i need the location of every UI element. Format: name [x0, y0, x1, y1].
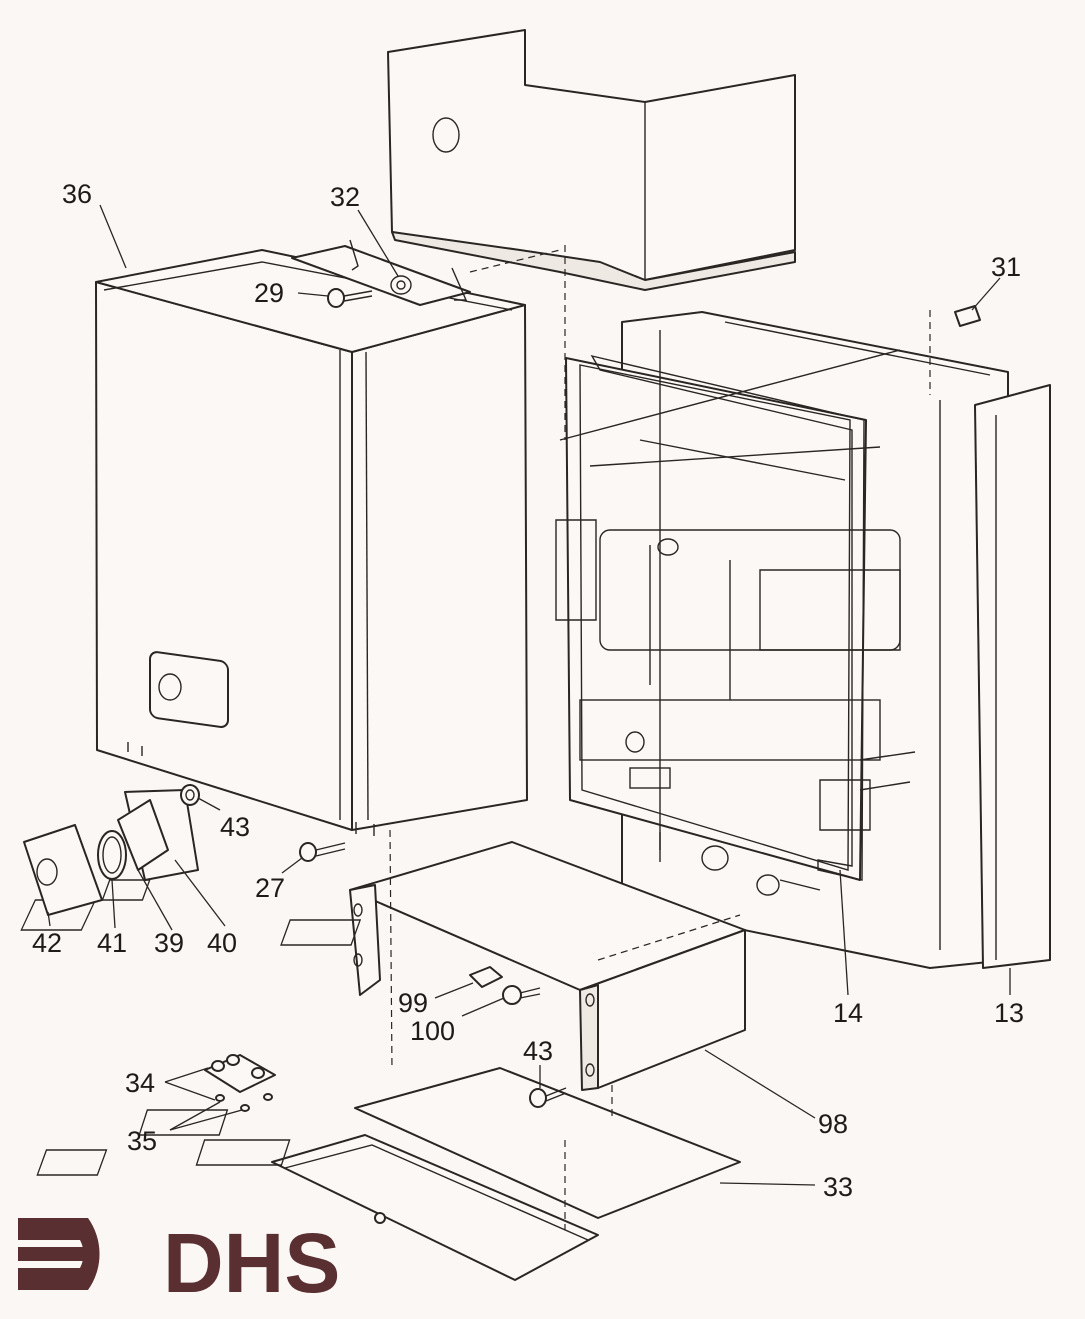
callout-35: 35 [127, 1126, 157, 1156]
alignment-lines [389, 245, 931, 1230]
dhs-arrow-icon [18, 1218, 100, 1290]
callout-13: 13 [994, 998, 1024, 1028]
callout-42: 42 [32, 928, 62, 958]
case-seal [590, 354, 865, 881]
side-panel [974, 384, 1051, 969]
callout-29: 29 [254, 278, 284, 308]
callout-41: 41 [97, 928, 127, 958]
window-assembly [23, 784, 200, 916]
callout-labels: 36 32 29 31 43 27 42 41 39 40 99 100 14 … [32, 179, 1024, 1202]
callout-14: 14 [833, 998, 863, 1028]
callout-40: 40 [207, 928, 237, 958]
callout-39: 39 [154, 928, 184, 958]
brand-name: DHS [163, 1216, 340, 1310]
callout-43-upper: 43 [220, 812, 250, 842]
leader-lines [47, 204, 1011, 1186]
chassis-frame [555, 305, 1009, 969]
callout-27: 27 [255, 873, 285, 903]
outer-case [95, 249, 528, 836]
callout-99: 99 [398, 988, 428, 1018]
callout-43-lower: 43 [523, 1036, 553, 1066]
callout-100: 100 [410, 1016, 455, 1046]
callout-33: 33 [823, 1172, 853, 1202]
top-bracket [291, 239, 471, 308]
dhs-logo: DHS [18, 1216, 340, 1310]
callout-98: 98 [818, 1109, 848, 1139]
controls-box [20, 841, 746, 1091]
callout-31: 31 [991, 252, 1021, 282]
bottom-tray [36, 1067, 741, 1281]
flue-hood [387, 29, 796, 291]
callout-36: 36 [62, 179, 92, 209]
bracket-clips [204, 1054, 276, 1112]
callout-32: 32 [330, 182, 360, 212]
callout-34: 34 [125, 1068, 155, 1098]
